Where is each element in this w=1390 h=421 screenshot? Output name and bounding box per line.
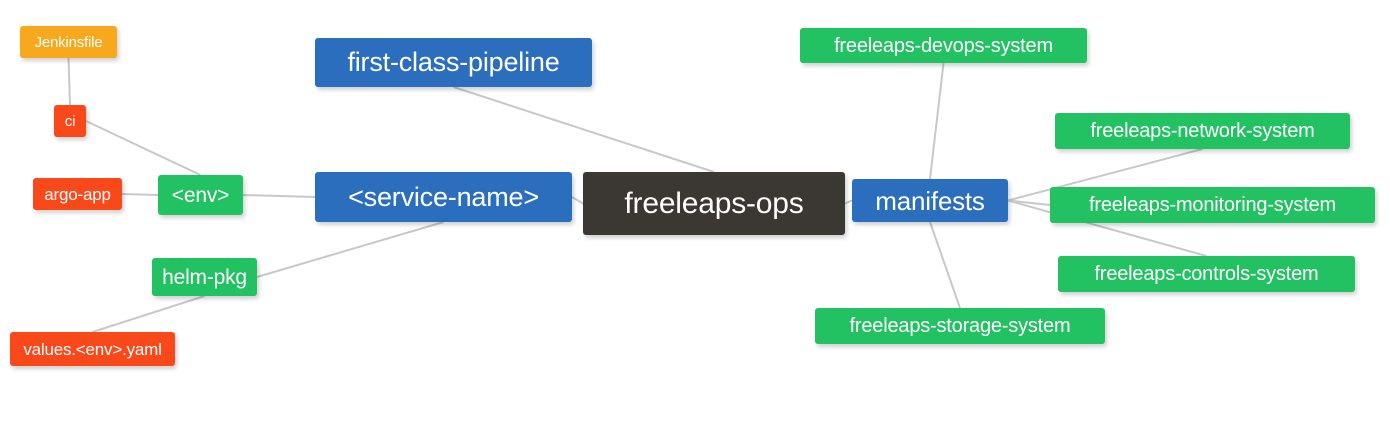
edge-service-name-to-freeleaps-ops bbox=[571, 196, 584, 205]
edge-manifests-to-freeleaps-storage-system bbox=[929, 221, 961, 309]
edge-manifests-to-freeleaps-devops-system bbox=[929, 62, 945, 180]
mindmap-node-freeleaps-ops[interactable]: freeleaps-ops bbox=[583, 172, 845, 235]
edge-argo-app-to-env bbox=[121, 193, 159, 196]
mindmap-node-helm-pkg[interactable]: helm-pkg bbox=[152, 258, 257, 296]
mindmap-node-values-env-yaml[interactable]: values.<env>.yaml bbox=[10, 332, 175, 366]
mindmap-node-freeleaps-devops-system[interactable]: freeleaps-devops-system bbox=[800, 28, 1087, 63]
edge-freeleaps-ops-to-manifests bbox=[844, 199, 853, 205]
mindmap-node-service-name[interactable]: <service-name> bbox=[315, 172, 572, 222]
mindmap-node-freeleaps-monitoring-system[interactable]: freeleaps-monitoring-system bbox=[1050, 187, 1375, 223]
edge-helm-pkg-to-service-name bbox=[256, 221, 444, 278]
mindmap-node-first-class-pipeline[interactable]: first-class-pipeline bbox=[315, 38, 592, 87]
edge-env-to-service-name bbox=[242, 194, 316, 198]
mindmap-node-freeleaps-storage-system[interactable]: freeleaps-storage-system bbox=[815, 308, 1105, 344]
edge-ci-to-env bbox=[85, 120, 201, 176]
mindmap-node-argo-app[interactable]: argo-app bbox=[33, 178, 122, 210]
mindmap-node-freeleaps-network-system[interactable]: freeleaps-network-system bbox=[1055, 113, 1350, 149]
edge-first-class-pipeline-to-freeleaps-ops bbox=[453, 86, 715, 173]
mindmap-node-manifests[interactable]: manifests bbox=[852, 179, 1008, 222]
mindmap-node-Jenkinsfile[interactable]: Jenkinsfile bbox=[20, 26, 117, 58]
mindmap-node-env[interactable]: <env> bbox=[158, 175, 243, 215]
mindmap-node-ci[interactable]: ci bbox=[54, 105, 86, 137]
edge-manifests-to-freeleaps-monitoring-system bbox=[1007, 199, 1051, 206]
edge-values-env-yaml-to-helm-pkg bbox=[92, 295, 205, 333]
edge-Jenkinsfile-to-ci bbox=[67, 57, 71, 106]
mindmap-node-freeleaps-controls-system[interactable]: freeleaps-controls-system bbox=[1058, 256, 1355, 292]
